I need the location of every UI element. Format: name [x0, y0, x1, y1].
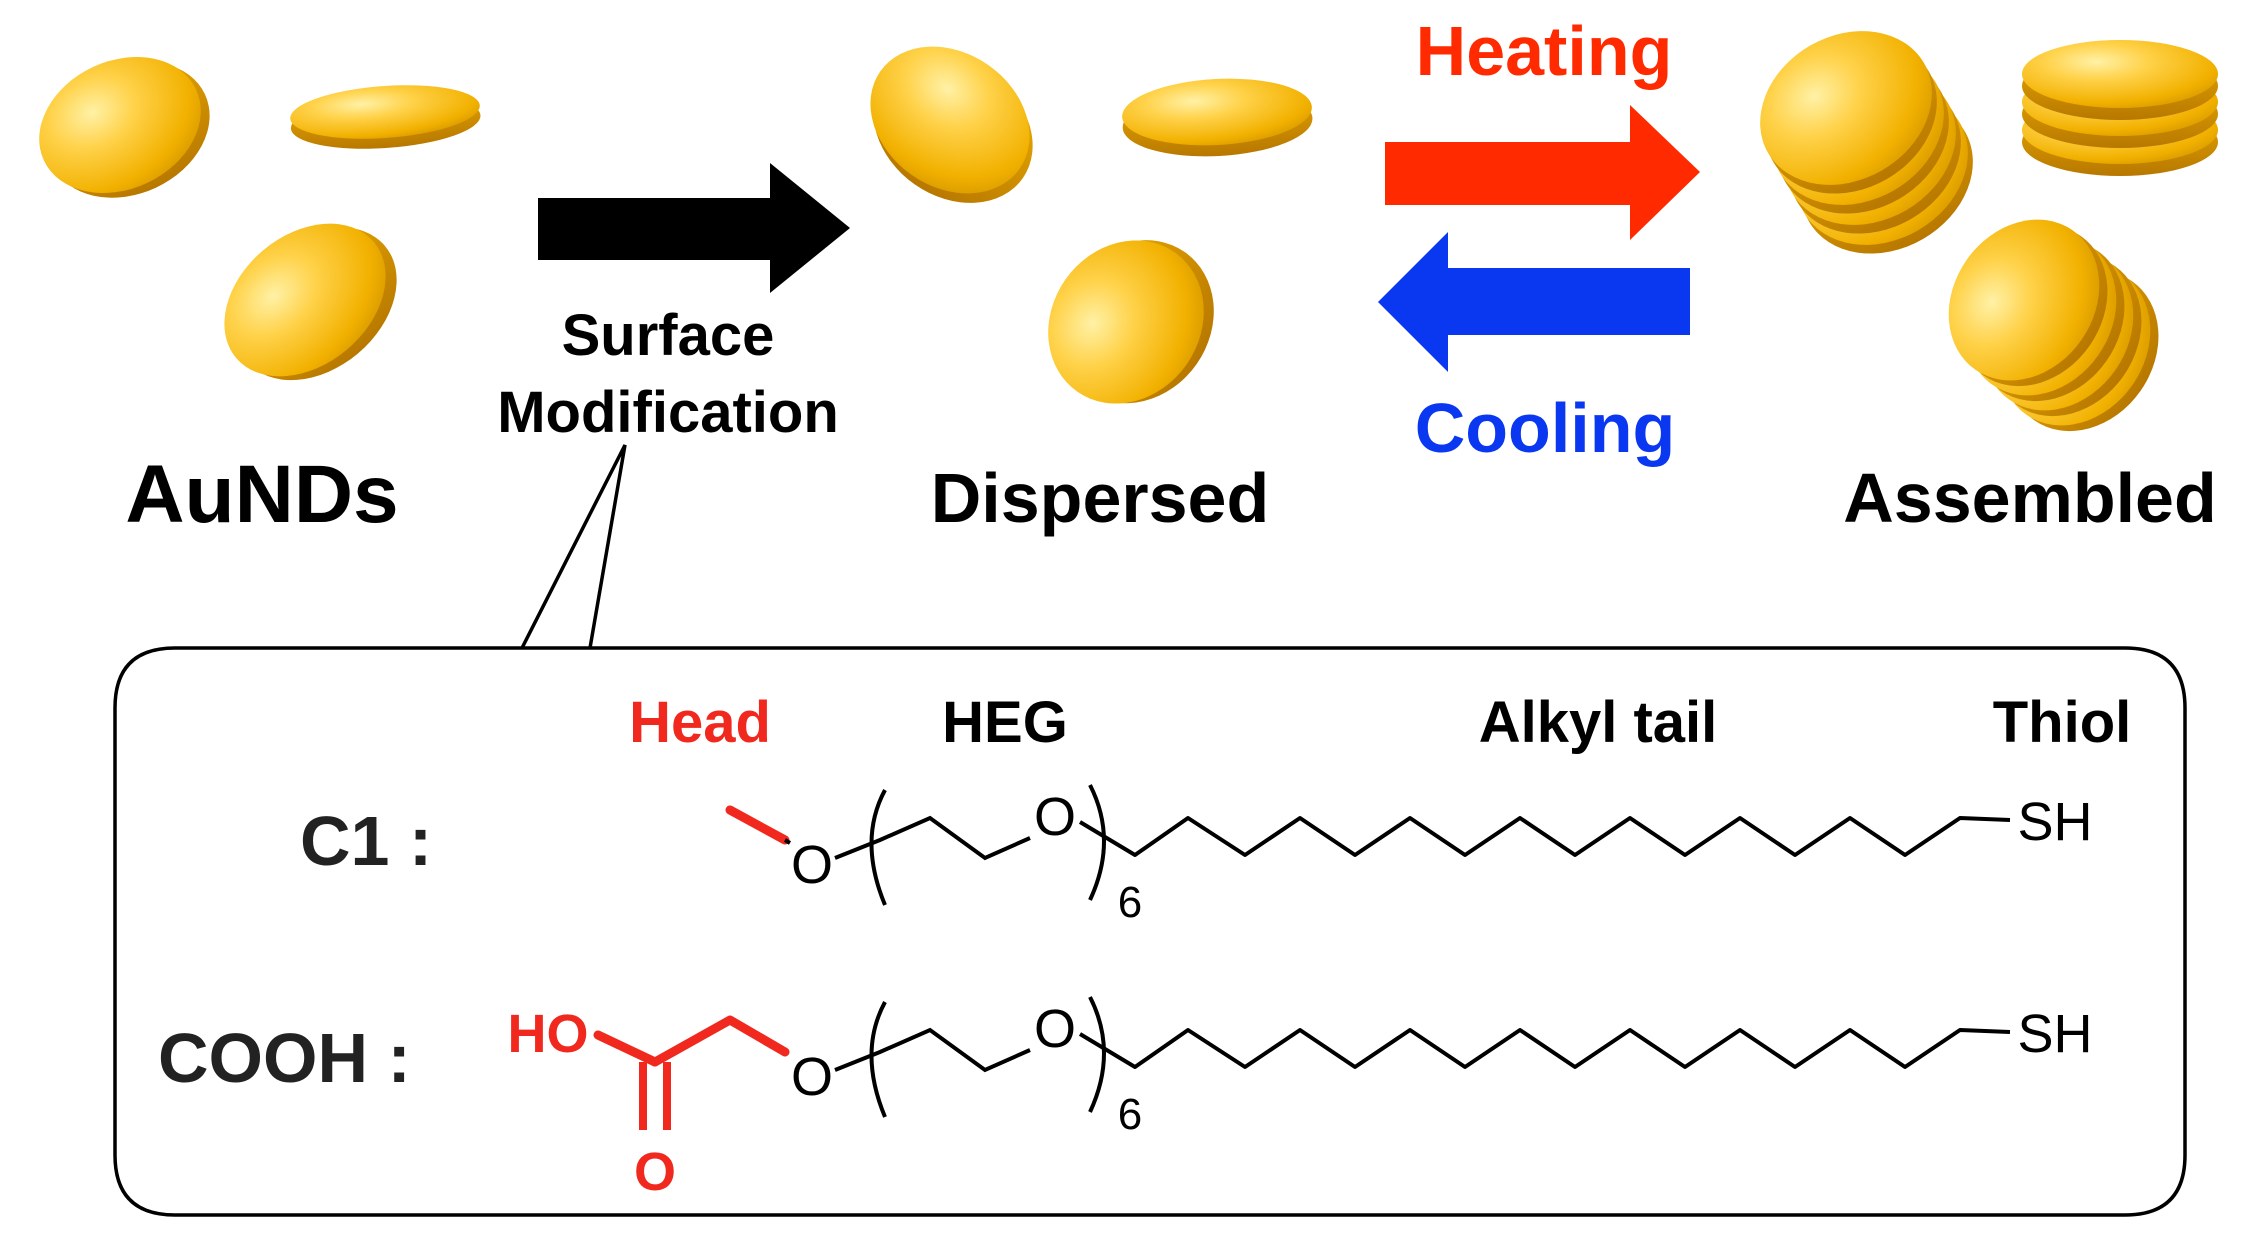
- gold-disk-stack: [1760, 31, 1973, 254]
- methyl-head-bond: [725, 805, 790, 845]
- repeat-subscript: 6: [1118, 1090, 1142, 1139]
- thiol-label: Thiol: [1993, 690, 2132, 755]
- repeat-oxygen: O: [1034, 787, 1076, 847]
- surface-label-line1: Surface: [562, 303, 775, 368]
- repeat-subscript: 6: [1118, 878, 1142, 927]
- repeat-oxygen: O: [1034, 999, 1076, 1059]
- heating-arrow: [1385, 105, 1700, 240]
- callout-box: [113, 444, 2187, 1217]
- surface-modification-arrow: [538, 163, 850, 293]
- cooling-label: Cooling: [1415, 389, 1675, 467]
- gold-disk: [870, 46, 1033, 203]
- thiol-group: SH: [2017, 792, 2092, 852]
- c1-row-name: C1 :: [300, 802, 432, 880]
- ether-oxygen: O: [791, 835, 833, 895]
- gold-disk: [1048, 240, 1214, 404]
- gold-disk-stack: [2022, 40, 2218, 176]
- assembled-label: Assembled: [1843, 459, 2216, 537]
- repeat-bracket-right: [1088, 996, 1106, 1113]
- dispersed-group: [870, 46, 1313, 404]
- repeat-bracket-right: [1088, 784, 1106, 901]
- gold-disk: [1122, 78, 1313, 157]
- cooh-row-name: COOH :: [158, 1019, 411, 1097]
- peg-chain: [834, 1027, 1031, 1073]
- repeat-bracket-left: [869, 1001, 887, 1118]
- gold-disk-stack: [1948, 219, 2159, 432]
- c1-molecule: C1 : O O 6 SH: [300, 784, 2093, 927]
- ether-oxygen: O: [791, 1047, 833, 1107]
- peg-chain: [834, 815, 1031, 861]
- heating-label: Heating: [1416, 12, 1673, 90]
- aunds-group: [39, 56, 481, 381]
- alkyl-chain: [1078, 1028, 2011, 1069]
- dispersed-label: Dispersed: [931, 459, 1269, 537]
- carbonyl-oxygen: O: [634, 1142, 676, 1202]
- cooh-molecule: COOH : HO O O O 6 SH: [158, 996, 2093, 1202]
- cooling-arrow: [1378, 232, 1690, 372]
- hydroxyl-group: HO: [508, 1004, 589, 1064]
- repeat-bracket-left: [869, 789, 887, 906]
- heg-label: HEG: [942, 690, 1068, 755]
- carboxymethyl-bond: [650, 1015, 790, 1067]
- thiol-group: SH: [2017, 1004, 2092, 1064]
- gold-disk: [224, 223, 397, 381]
- aunds-label: AuNDs: [125, 449, 398, 540]
- alkyl-tail-label: Alkyl tail: [1479, 690, 1718, 755]
- alkyl-chain: [1078, 816, 2011, 857]
- gold-disk: [290, 85, 481, 149]
- head-label: Head: [629, 690, 771, 755]
- carboxyl-bond-ho: [593, 1030, 660, 1067]
- gold-disk: [39, 56, 210, 198]
- surface-label-line2: Modification: [497, 380, 839, 445]
- assembled-group: [1760, 31, 2218, 432]
